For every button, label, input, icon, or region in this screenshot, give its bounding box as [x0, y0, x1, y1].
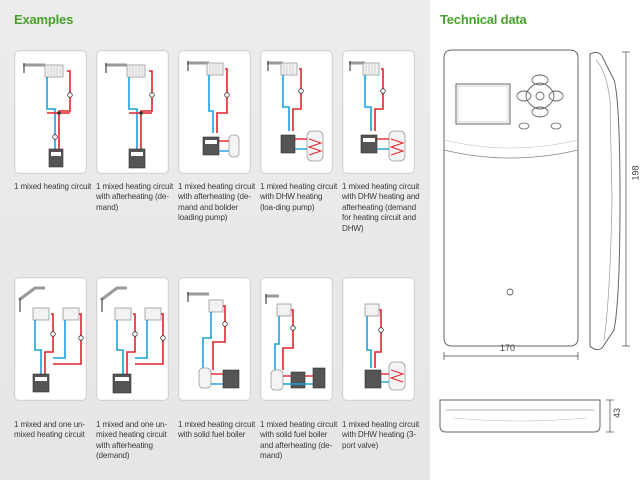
example-caption-10: 1 mixed heating circuit with DHW heating…: [342, 420, 420, 450]
example-caption-6: 1 mixed and one un-mixed heating circuit: [14, 420, 85, 440]
examples-panel: Examples 1 mixed heating circuit: [0, 0, 430, 480]
example-card-3: [178, 50, 251, 174]
example-card-8: [178, 277, 251, 401]
example-card-1: [14, 50, 87, 174]
example-card-2: [96, 50, 169, 174]
technical-heading: Technical data: [440, 12, 527, 27]
schematic-2: [105, 63, 155, 169]
example-card-4: [260, 50, 333, 174]
controller-drawing: [439, 49, 630, 433]
technical-panel: Technical data: [430, 0, 640, 480]
schematic-1: [23, 63, 73, 168]
examples-heading: Examples: [14, 12, 74, 27]
schematic-3: [187, 61, 240, 158]
dimension-height: 198: [630, 165, 640, 181]
example-card-6: [14, 277, 87, 401]
example-card-5: [342, 50, 415, 174]
example-caption-7: 1 mixed and one un-mixed heating circuit…: [96, 420, 167, 461]
schematic-7: [100, 286, 166, 394]
example-caption-2: 1 mixed heating circuit with afterheatin…: [96, 182, 174, 212]
schematic-9: [265, 294, 326, 391]
example-card-7: [96, 277, 169, 401]
schematic-10: [364, 303, 406, 391]
schematic-4: [267, 61, 324, 162]
dimension-depth: 43: [612, 407, 623, 419]
example-card-10: [342, 277, 415, 401]
example-caption-8: 1 mixed heating circuit with solid fuel …: [178, 420, 256, 440]
example-caption-1: 1 mixed heating circuit: [14, 182, 92, 191]
example-caption-4: 1 mixed heating circuit with DHW heating…: [260, 182, 338, 212]
schematic-6: [18, 286, 84, 393]
example-caption-3: 1 mixed heating circuit with afterheatin…: [178, 182, 256, 223]
schematic-5: [349, 61, 406, 162]
schematic-8: [187, 292, 240, 389]
example-caption-5: 1 mixed heating circuit with DHW heating…: [342, 182, 420, 233]
dimension-width: 170: [500, 343, 516, 353]
example-card-9: [260, 277, 333, 401]
example-caption-9: 1 mixed heating circuit with solid fuel …: [260, 420, 338, 461]
